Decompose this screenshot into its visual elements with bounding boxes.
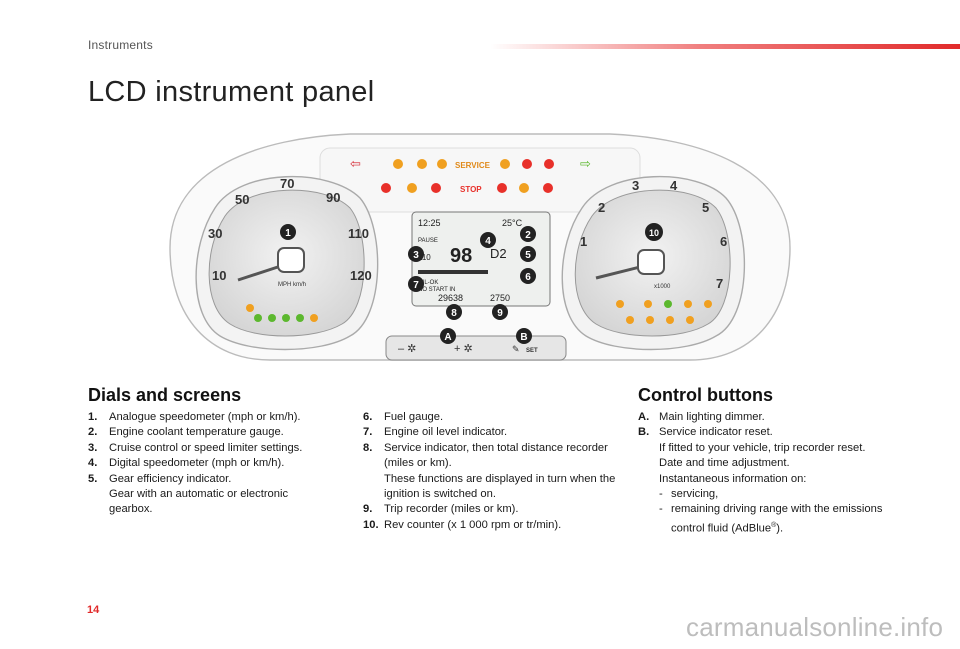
list-item: A.Main lighting dimmer. <box>638 411 765 423</box>
svg-text:5: 5 <box>702 200 709 215</box>
svg-text:50: 50 <box>235 192 249 207</box>
svg-text:30: 30 <box>208 226 222 241</box>
svg-text:25°C: 25°C <box>502 218 523 228</box>
list-item: B. Service indicator reset. If fitted to… <box>638 426 883 535</box>
svg-text:+ ✲: + ✲ <box>454 343 473 355</box>
list-item: 10.Rev counter (x 1 000 rpm or tr/min). <box>363 518 562 531</box>
svg-text:10: 10 <box>649 228 659 238</box>
svg-text:3: 3 <box>413 250 419 261</box>
svg-text:2750: 2750 <box>490 293 510 303</box>
svg-text:5: 5 <box>525 250 531 261</box>
svg-text:2: 2 <box>598 200 605 215</box>
svg-text:4: 4 <box>670 178 678 193</box>
svg-text:4: 4 <box>485 236 491 247</box>
svg-text:⇨: ⇨ <box>580 156 591 171</box>
dials-list-right: 6.Fuel gauge. 7.Engine oil level indicat… <box>363 410 625 533</box>
callout-markers: 1 2 3 4 5 6 7 8 9 10 A B <box>280 223 663 344</box>
svg-text:NO START IN: NO START IN <box>418 287 455 293</box>
instrument-panel-illustration: ⇦ SERVICE ⇨ STOP 10 30 50 70 90 110 120 … <box>169 133 791 361</box>
list-item: 2.Engine coolant temperature gauge. <box>88 426 284 439</box>
svg-text:✎: ✎ <box>512 344 520 354</box>
list-item: 5. Gear efficiency indicator.Gear with a… <box>88 472 289 516</box>
rev-counter-dial: 1 2 3 4 5 6 7 x1000 <box>561 176 746 351</box>
svg-text:98: 98 <box>450 245 472 267</box>
list-item: 9.Trip recorder (miles or km). <box>363 503 519 516</box>
warning-lights-row-bottom: STOP <box>381 183 553 194</box>
svg-text:8: 8 <box>451 308 457 319</box>
page-title: LCD instrument panel <box>88 76 375 108</box>
svg-text:12:25: 12:25 <box>418 218 441 228</box>
page-number: 14 <box>87 604 100 616</box>
list-item: 8. Service indicator, then total distanc… <box>363 441 616 501</box>
control-button-strip: – ✲ + ✲ ✎ SET <box>385 335 567 361</box>
service-warning-text: SERVICE <box>455 161 491 170</box>
svg-text:A: A <box>444 332 451 343</box>
warning-lights-row-top: ⇦ SERVICE ⇨ <box>350 156 591 171</box>
list-item: 6.Fuel gauge. <box>363 411 444 423</box>
svg-text:120: 120 <box>350 268 372 283</box>
svg-text:6: 6 <box>525 272 531 283</box>
dials-heading: Dials and screens <box>88 385 242 405</box>
speedometer-dial: 10 30 50 70 90 110 120 MPH km/h <box>195 176 379 351</box>
svg-text:90: 90 <box>326 190 340 205</box>
svg-text:70: 70 <box>280 176 294 191</box>
list-item: 1.Analogue speedometer (mph or km/h). <box>88 411 301 423</box>
svg-text:29638: 29638 <box>438 293 463 303</box>
svg-text:x1000: x1000 <box>654 284 671 290</box>
dials-list-left: 1.Analogue speedometer (mph or km/h). 2.… <box>88 410 328 518</box>
svg-text:B: B <box>520 332 527 343</box>
svg-text:110: 110 <box>418 253 431 262</box>
svg-text:110: 110 <box>348 226 369 241</box>
svg-text:10: 10 <box>212 268 226 283</box>
svg-text:⇦: ⇦ <box>350 156 361 171</box>
header-accent-bar <box>490 44 960 49</box>
svg-text:1: 1 <box>285 228 291 239</box>
svg-text:– ✲: – ✲ <box>398 343 416 355</box>
watermark: carmanualsonline.info <box>686 612 944 642</box>
svg-text:9: 9 <box>497 308 503 319</box>
svg-text:3: 3 <box>632 178 639 193</box>
svg-text:7: 7 <box>413 280 419 291</box>
lcd-screen: 12:25 25°C PAUSE 110 98 D2 OIL-OK NO STA… <box>411 211 551 307</box>
controls-list: A.Main lighting dimmer. B. Service indic… <box>638 410 900 537</box>
svg-text:7: 7 <box>716 276 723 291</box>
list-item: 7.Engine oil level indicator. <box>363 426 508 439</box>
svg-text:D2: D2 <box>490 246 507 261</box>
svg-text:MPH km/h: MPH km/h <box>278 282 306 288</box>
svg-text:1: 1 <box>580 234 587 249</box>
controls-heading: Control buttons <box>638 385 773 405</box>
stop-warning-text: STOP <box>460 185 482 194</box>
svg-text:2: 2 <box>525 230 531 241</box>
svg-text:SET: SET <box>526 348 538 354</box>
svg-text:OIL-OK: OIL-OK <box>418 280 438 286</box>
list-item: 3.Cruise control or speed limiter settin… <box>88 441 303 454</box>
svg-text:6: 6 <box>720 234 727 249</box>
list-item: 4.Digital speedometer (mph or km/h). <box>88 457 285 470</box>
svg-text:PAUSE: PAUSE <box>418 238 438 244</box>
section-label: Instruments <box>88 38 153 52</box>
